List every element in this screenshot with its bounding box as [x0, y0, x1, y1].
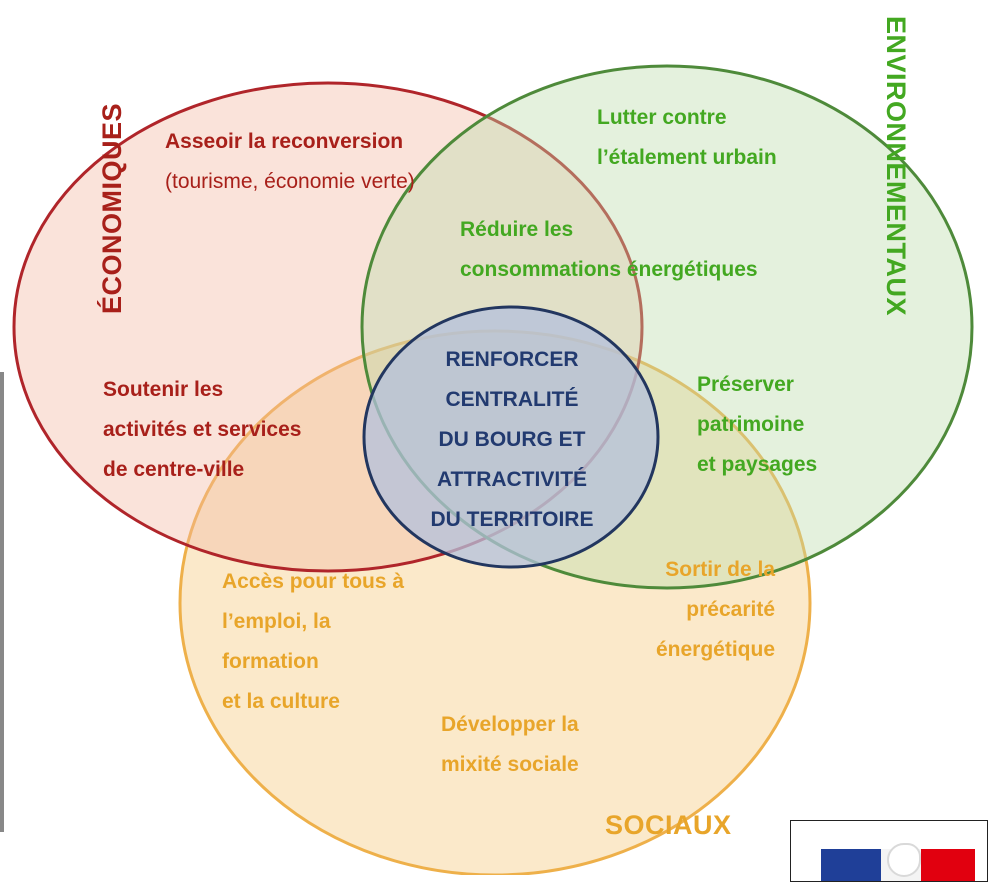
environmental-item-etalement: Lutter contre l’étalement urbain [597, 98, 777, 178]
economic-item-reconversion: Asseoir la reconversion [165, 122, 403, 162]
center-line: ATTRACTIVITÉ [436, 468, 588, 491]
environmental-item-line: l’étalement urbain [597, 146, 777, 169]
flag-blue-band [821, 849, 881, 881]
center-line: DU BOURG ET [438, 428, 586, 451]
social-item-line: Accès pour tous à [222, 570, 405, 593]
marianne-icon [887, 843, 921, 877]
social-item-line: et la culture [222, 690, 340, 713]
left-edge-bar [0, 372, 4, 832]
social-item-line: Développer la [441, 713, 579, 736]
environmental-item-line: Réduire les [460, 218, 574, 241]
social-item-line: énergétique [655, 638, 775, 661]
economic-item-reconversion-detail: (tourisme, économie verte) [165, 162, 415, 202]
center-circle [362, 305, 660, 569]
environmental-title: ENVIRONNEMENTAUX [881, 16, 911, 317]
environmental-item-patrimoine: Préserver patrimoine et paysages [697, 365, 817, 485]
flag-red-band [921, 849, 975, 881]
social-item-emploi: Accès pour tous à l’emploi, la formation… [222, 562, 404, 722]
environmental-item-line: Préserver [697, 373, 794, 396]
social-item-line: l’emploi, la [222, 610, 331, 633]
economic-item-line: (tourisme, économie verte) [165, 170, 415, 193]
social-item-precarite: Sortir de la précarité énergétique [615, 550, 775, 670]
environmental-item-line: et paysages [697, 453, 818, 476]
environmental-item-line: patrimoine [697, 413, 805, 436]
environmental-item-line: Lutter contre [597, 106, 727, 129]
social-item-mixite: Développer la mixité sociale [441, 705, 579, 785]
social-item-line: mixité sociale [441, 753, 579, 776]
social-item-line: formation [222, 650, 319, 673]
environmental-item-energie: Réduire les consommations énergétiques [460, 210, 758, 290]
economic-item-centre-ville: Soutenir les activités et services de ce… [103, 370, 301, 490]
center-line: RENFORCER [445, 348, 579, 371]
environmental-item-line: consommations énergétiques [460, 258, 758, 281]
center-line: CENTRALITÉ [445, 388, 579, 411]
social-title: SOCIAUX [605, 810, 732, 840]
republic-logo [790, 820, 988, 882]
economic-item-line: activités et services [103, 418, 302, 441]
center-line: DU TERRITOIRE [430, 508, 594, 530]
economic-item-line: Asseoir la reconversion [165, 130, 404, 153]
center-goal: RENFORCER CENTRALITÉ DU BOURG ET ATTRACT… [372, 340, 652, 530]
economic-item-line: de centre-ville [103, 458, 245, 481]
economic-title: ÉCONOMIQUES [97, 102, 127, 314]
social-item-line: Sortir de la [665, 558, 775, 581]
economic-item-line: Soutenir les [103, 378, 224, 401]
social-item-line: précarité [686, 598, 775, 621]
